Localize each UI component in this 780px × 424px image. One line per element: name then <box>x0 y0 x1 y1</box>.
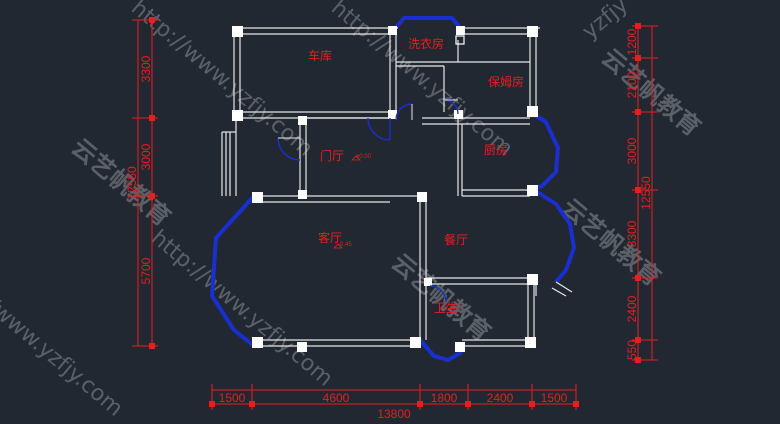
dim-right-2: 2100 <box>625 71 639 98</box>
elevation-marks: ±0.00 -0.45 <box>333 154 372 249</box>
dim-bottom-2: 4600 <box>323 391 350 405</box>
dim-left-total: 12550 <box>125 166 139 200</box>
room-label-dining: 餐厅 <box>444 232 468 247</box>
dim-left-3: 5700 <box>139 257 153 284</box>
dimension-ticks <box>149 17 641 407</box>
room-label-nanny: 保姆房 <box>488 74 524 89</box>
dimensions-right: 1200 2100 3000 3300 2400 550 12550 <box>625 28 653 360</box>
dim-right-4: 3300 <box>625 220 639 247</box>
watermark-url: http://www.yzfjy.com <box>146 225 337 391</box>
watermark-brand: 云艺帆教育 <box>386 248 496 347</box>
dim-right-1: 1200 <box>625 28 639 55</box>
dim-left-2: 3000 <box>139 143 153 170</box>
room-label-foyer: 门厅 <box>320 148 344 163</box>
columns <box>232 26 538 352</box>
flue-shaft <box>455 35 465 45</box>
room-label-bath: 卫生 <box>434 301 458 315</box>
room-label-living: 客厅 <box>318 230 342 245</box>
dim-right-6: 550 <box>625 340 639 360</box>
dim-bottom-total: 13800 <box>377 407 411 421</box>
room-labels: 车库 洗衣房 保姆房 门厅 厨房 客厅 餐厅 卫生 <box>308 36 524 315</box>
dim-right-5: 2400 <box>625 295 639 322</box>
room-label-garage: 车库 <box>308 48 332 63</box>
bay-walls <box>210 16 576 362</box>
doors <box>277 99 459 303</box>
dim-right-3: 3000 <box>625 137 639 164</box>
dimensions-left: 3300 3000 5700 12550 <box>125 55 153 284</box>
dim-bottom-5: 1500 <box>541 391 568 405</box>
elevation-foyer: ±0.00 <box>356 154 372 160</box>
elevation-living: -0.45 <box>338 242 352 248</box>
room-label-kitchen: 厨房 <box>484 142 508 157</box>
room-label-laundry: 洗衣房 <box>408 36 444 51</box>
dim-left-1: 3300 <box>139 55 153 82</box>
watermark-url: http://www.yzfjy.com <box>0 255 127 421</box>
dim-right-total: 12550 <box>639 176 653 210</box>
dim-bottom-1: 1500 <box>219 391 246 405</box>
dim-bottom-3: 1800 <box>431 391 458 405</box>
dim-bottom-4: 2400 <box>487 391 514 405</box>
dimensions-bottom: 1500 4600 1800 2400 1500 13800 <box>219 391 568 421</box>
watermark-layer: http://www.yzfjy.com http://www.yzfjy.co… <box>0 0 706 422</box>
watermark-brand: 云艺帆教育 <box>66 133 176 232</box>
door-leaves <box>278 99 458 139</box>
